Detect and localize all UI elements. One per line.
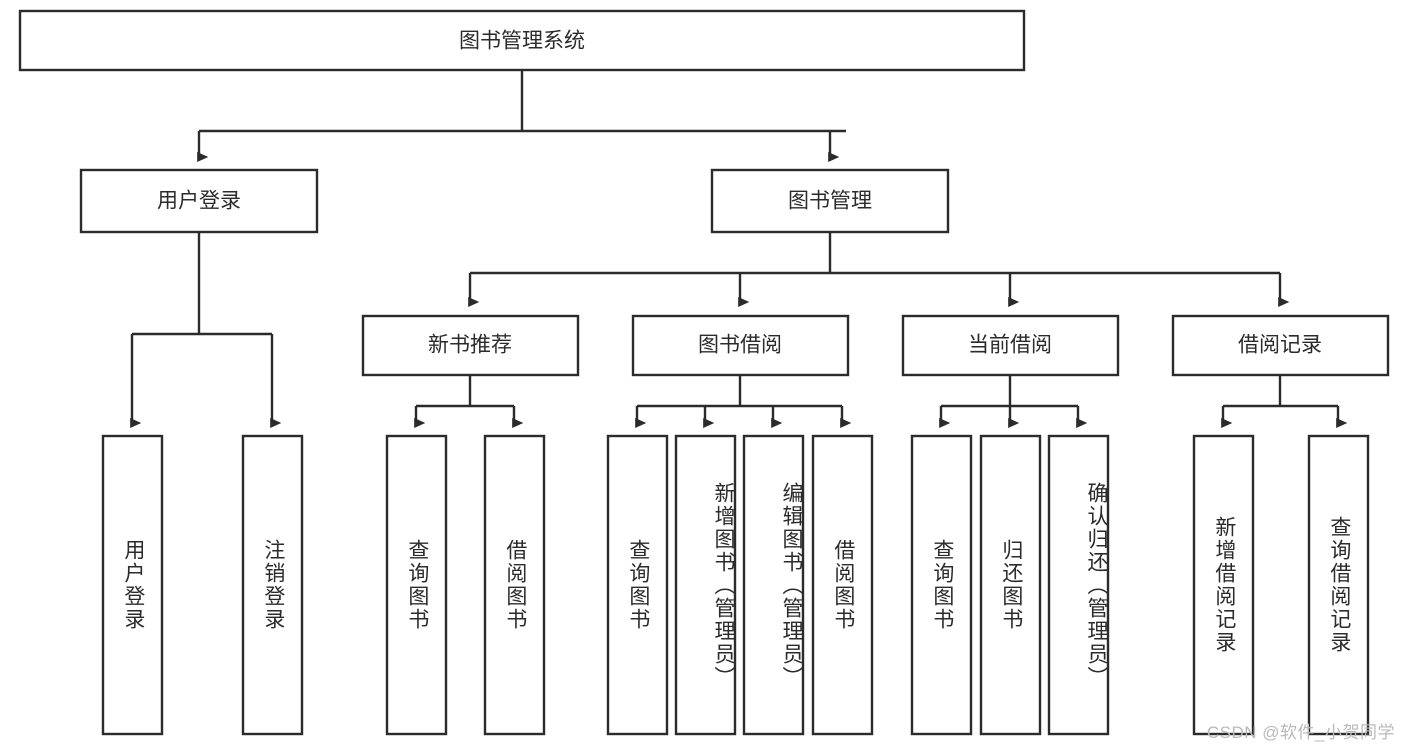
leaf-edit-book-box[interactable] [742, 434, 805, 736]
edge-group-book-mgmt [468, 232, 1290, 307]
node-user-login-box[interactable] [79, 168, 319, 234]
leaf-return-book-box[interactable] [979, 434, 1042, 736]
node-current-borrow[interactable]: 当前借阅 [901, 314, 1120, 377]
node-root-box[interactable] [18, 9, 1026, 72]
node-root-label: 图书管理系统 [459, 30, 585, 53]
node-borrow-record-box[interactable] [1171, 314, 1390, 377]
node-book-mgmt-box[interactable] [710, 168, 950, 234]
leaf-query-book-c-box[interactable] [910, 434, 973, 736]
node-book-borrow[interactable]: 图书借阅 [631, 314, 850, 377]
node-new-book-box[interactable] [361, 314, 580, 377]
node-borrow-record-label: 借阅记录 [1238, 334, 1322, 357]
leaf-query-record-box[interactable] [1307, 434, 1370, 736]
edge-group-book-borrow [635, 375, 852, 428]
edge-group-root [197, 70, 846, 162]
leaf-user-login-box[interactable] [101, 434, 164, 736]
edge-group-current-borrow [939, 375, 1088, 428]
node-current-borrow-label: 当前借阅 [968, 334, 1052, 357]
edge-group-user-login [130, 232, 282, 428]
node-book-mgmt-label: 图书管理 [788, 190, 872, 213]
leaf-add-book-box[interactable] [674, 434, 737, 736]
node-user-login-label: 用户登录 [157, 190, 241, 213]
leaf-confirm-return-box[interactable] [1047, 434, 1110, 736]
leaf-logout-box[interactable] [241, 434, 304, 736]
leaf-borrow-book-a-box[interactable] [483, 434, 546, 736]
node-root[interactable]: 图书管理系统 [18, 9, 1026, 72]
edge-group-new-book [414, 375, 524, 428]
leaf-query-book-b-box[interactable] [606, 434, 669, 736]
node-user-login[interactable]: 用户登录 [79, 168, 319, 234]
node-new-book[interactable]: 新书推荐 [361, 314, 580, 377]
node-borrow-record[interactable]: 借阅记录 [1171, 314, 1390, 377]
node-current-borrow-box[interactable] [901, 314, 1120, 377]
node-book-mgmt[interactable]: 图书管理 [710, 168, 950, 234]
node-new-book-label: 新书推荐 [428, 334, 512, 357]
node-book-borrow-box[interactable] [631, 314, 850, 377]
leaf-query-book-a-box[interactable] [385, 434, 448, 736]
leaf-box-group [101, 434, 1370, 736]
leaf-add-record-box[interactable] [1192, 434, 1255, 736]
node-book-borrow-label: 图书借阅 [698, 334, 782, 357]
leaf-borrow-book-b-box[interactable] [811, 434, 874, 736]
edge-group-borrow-record [1221, 375, 1348, 428]
